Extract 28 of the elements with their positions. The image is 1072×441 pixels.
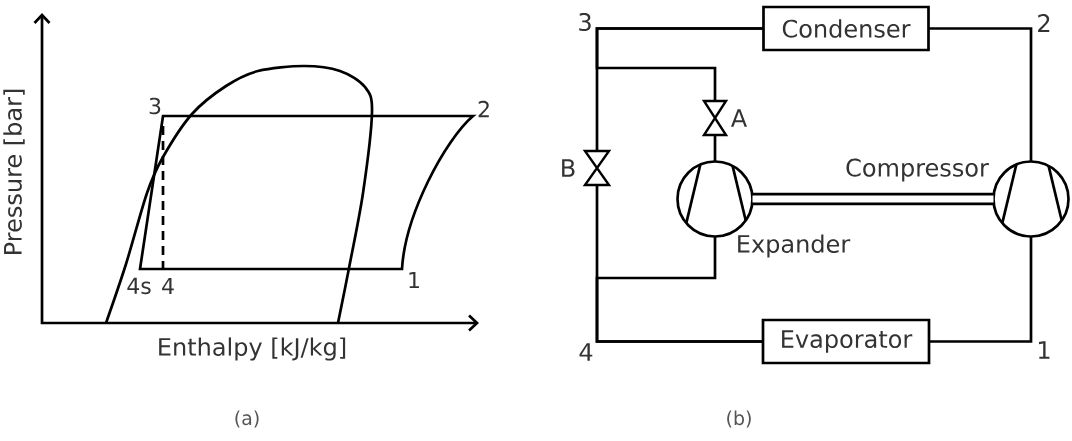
state-point-label: 2	[1038, 14, 1050, 32]
pipe-line	[713, 135, 717, 162]
component-label: A	[731, 109, 747, 127]
machine-symbol	[992, 160, 1070, 238]
state-point-label: 1	[1039, 341, 1050, 359]
state-point-label: 4	[579, 343, 593, 361]
state-point-label: 2	[478, 100, 489, 118]
pipe-line	[929, 236, 1033, 343]
state-point-label: 4s	[127, 277, 151, 295]
component-label: B	[562, 159, 575, 177]
valve-symbol	[701, 99, 729, 137]
valve-symbol	[582, 149, 612, 187]
component-label: Compressor	[846, 158, 989, 182]
state-point-label: 1	[409, 271, 419, 288]
panel-label: (a)	[235, 410, 259, 428]
pipe-line	[595, 236, 763, 343]
panel-label: (b)	[727, 410, 751, 428]
axis-label: Enthalpy [kJ/kg]	[159, 337, 346, 361]
axis-label: Pressure [bar]	[3, 89, 25, 254]
shaft-line	[752, 192, 994, 206]
state-point-label: 4	[162, 277, 174, 294]
state-point-label: 3	[579, 12, 591, 32]
pipe-line	[928, 27, 1033, 162]
component-label: Expander	[738, 234, 851, 258]
state-point-label: 3	[149, 97, 161, 115]
component-box: Evaporator	[761, 318, 931, 365]
pipe-line	[595, 27, 764, 101]
component-box: Condenser	[762, 5, 930, 52]
